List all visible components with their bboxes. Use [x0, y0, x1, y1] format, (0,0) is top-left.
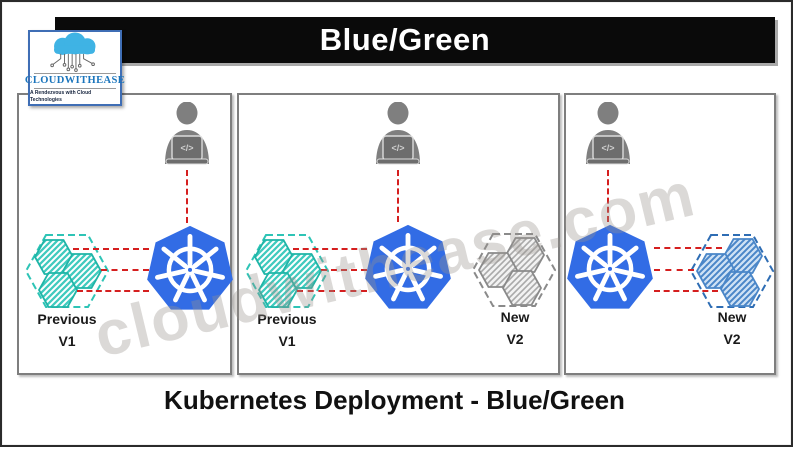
previous-label-line2: V1 — [278, 333, 296, 349]
connector-k8s-to-pod — [101, 269, 149, 271]
connector-dev-to-k8s — [607, 170, 609, 222]
new-label-line1: New — [500, 309, 530, 325]
pod-hexagon — [501, 270, 543, 306]
code-glyph: </> — [391, 143, 404, 153]
kubernetes-icon — [365, 224, 451, 309]
new-v2-staged-cluster — [472, 233, 556, 307]
connector-k8s-to-pod — [654, 247, 722, 249]
logo-name: CLOUDWITHEASE — [24, 75, 126, 86]
diagram-title: Blue/Green — [319, 22, 491, 57]
new-v2-live-cluster — [690, 234, 774, 308]
panel-stage-1: </> Previous — [17, 93, 233, 375]
panel-stage-3: </> New V2 — [564, 93, 776, 375]
code-glyph: </> — [180, 143, 193, 153]
pod-hexagon — [281, 253, 323, 289]
previous-label-line2: V1 — [58, 333, 76, 349]
logo-divider-bottom — [34, 88, 116, 89]
panel-stage-2: </> — [237, 93, 560, 375]
logo-tagline: A Rendezvous with Cloud Technologies — [30, 90, 92, 103]
connector-k8s-to-pod — [77, 290, 149, 292]
pod-hexagon — [719, 271, 761, 307]
kubernetes-icon — [147, 225, 233, 310]
new-label-line2: V2 — [723, 331, 741, 347]
developer-icon: </> — [376, 102, 420, 165]
developer-icon: </> — [165, 102, 209, 165]
connector-k8s-to-pod — [73, 248, 149, 250]
logo-divider-top — [34, 73, 116, 74]
connector-dev-to-k8s — [397, 170, 399, 222]
pod-hexagon — [257, 272, 299, 308]
connector-k8s-to-pod — [654, 269, 694, 271]
new-label-line1: New — [717, 309, 747, 325]
connector-k8s-to-pod — [297, 290, 367, 292]
new-label-line2: V2 — [506, 331, 524, 347]
title-bar: Blue/Green — [55, 17, 775, 63]
pod-hexagon — [61, 253, 103, 289]
kubernetes-icon — [567, 224, 653, 309]
pod-hexagon — [37, 272, 79, 308]
diagram-caption: Kubernetes Deployment - Blue/Green — [164, 385, 625, 415]
cloud-circuit-icon — [50, 32, 96, 72]
previous-label-line1: Previous — [257, 311, 317, 327]
previous-v1-cluster — [25, 234, 109, 308]
connector-k8s-to-pod — [293, 248, 367, 250]
brand-logo: CLOUDWITHEASE A Rendezvous with Cloud Te… — [24, 30, 126, 106]
developer-icon: </> — [586, 102, 630, 165]
previous-v1-cluster — [245, 234, 329, 308]
connector-k8s-to-pod — [654, 290, 718, 292]
code-glyph: </> — [601, 143, 614, 153]
previous-label-line1: Previous — [37, 311, 97, 327]
connector-dev-to-k8s — [186, 170, 188, 223]
connector-k8s-to-pod — [321, 269, 367, 271]
